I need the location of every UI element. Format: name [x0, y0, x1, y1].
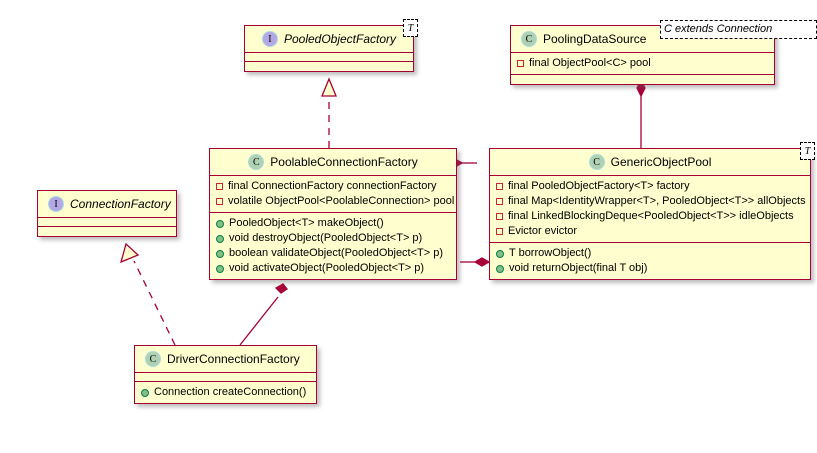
- field-visibility-icon: [496, 198, 503, 205]
- class-box-pooledobjectfactory[interactable]: T I PooledObjectFactory: [244, 19, 418, 72]
- method-row: Connection createConnection(): [141, 385, 310, 400]
- field-label: final Map<IdentityWrapper<T>, PooledObje…: [508, 195, 806, 207]
- class-name: GenericObjectPool: [610, 155, 712, 169]
- class-name: ConnectionFactory: [70, 197, 171, 211]
- field-label: Evictor evictor: [508, 225, 578, 237]
- method-label: T borrowObject(): [509, 247, 592, 259]
- method-label: PooledObject<T> makeObject(): [229, 217, 384, 229]
- field-label: final ObjectPool<C> pool: [529, 57, 651, 69]
- field-visibility-icon: [216, 198, 223, 205]
- class-stereotype-icon: C: [145, 351, 161, 367]
- class-box-driverconnectionfactory[interactable]: C DriverConnectionFactory Connection cre…: [134, 345, 317, 404]
- methods-section: [245, 62, 413, 71]
- field-visibility-icon: [496, 228, 503, 235]
- methods-section: Connection createConnection(): [135, 382, 316, 403]
- method-visibility-icon: [216, 249, 224, 258]
- methods-section: PooledObject<T> makeObject() void destro…: [210, 213, 456, 279]
- field-visibility-icon: [216, 183, 223, 190]
- method-row: PooledObject<T> makeObject(): [216, 216, 450, 231]
- method-label: void activateObject(PooledObject<T> p): [229, 262, 425, 274]
- edge-realization-driverconnectionfactory-connectionfactory: [120, 242, 176, 346]
- fields-section: final ConnectionFactory connectionFactor…: [210, 176, 456, 213]
- method-label: boolean validateObject(PooledObject<T> p…: [229, 247, 444, 259]
- edge-composition-poolableconnectionfactory-genericobjectpool-bottom: [460, 257, 491, 267]
- field-visibility-icon: [496, 183, 503, 190]
- class-stereotype-icon: C: [521, 31, 537, 47]
- class-box-connectionfactory[interactable]: I ConnectionFactory: [37, 190, 177, 237]
- method-visibility-icon: [496, 264, 504, 273]
- field-row: volatile ObjectPool<PoolableConnection> …: [216, 194, 454, 209]
- methods-section: T borrowObject() void returnObject(final…: [490, 243, 810, 279]
- field-visibility-icon: [517, 60, 524, 67]
- method-label: Connection createConnection(): [154, 386, 307, 398]
- method-row: T borrowObject(): [496, 246, 804, 261]
- class-name: PoolingDataSource: [543, 32, 647, 46]
- methods-section: [511, 75, 774, 84]
- class-box-poolableconnectionfactory[interactable]: C PoolableConnectionFactory final Connec…: [209, 148, 457, 280]
- field-row: final PooledObjectFactory<T> factory: [496, 179, 804, 194]
- methods-section: [38, 227, 176, 236]
- class-title: C PoolingDataSource: [511, 26, 774, 53]
- class-title: C DriverConnectionFactory: [135, 346, 316, 373]
- fields-section: final PooledObjectFactory<T> factory fin…: [490, 176, 810, 243]
- interface-stereotype-icon: I: [48, 196, 64, 212]
- method-row: void returnObject(final T obj): [496, 261, 804, 276]
- class-title: I PooledObjectFactory: [245, 26, 413, 53]
- method-visibility-icon: [216, 234, 224, 243]
- note-pooling-data-source-constraint: C extends Connection: [660, 20, 817, 39]
- field-label: final ConnectionFactory connectionFactor…: [228, 180, 437, 192]
- class-name: PooledObjectFactory: [283, 32, 397, 46]
- type-parameter-tag: T: [403, 19, 418, 37]
- edge-composition-genericobjectpool-poolingdatasource: [636, 78, 646, 148]
- method-visibility-icon: [216, 264, 224, 273]
- field-row: final LinkedBlockingDeque<PooledObject<T…: [496, 209, 804, 224]
- class-title: C GenericObjectPool: [490, 149, 810, 176]
- field-row: final ObjectPool<C> pool: [517, 56, 768, 71]
- fields-section: final ObjectPool<C> pool: [511, 53, 774, 75]
- class-stereotype-icon: C: [588, 154, 605, 170]
- field-visibility-icon: [496, 213, 503, 220]
- field-row: final ConnectionFactory connectionFactor…: [216, 179, 450, 194]
- field-label: volatile ObjectPool<PoolableConnection> …: [228, 195, 455, 207]
- class-name: DriverConnectionFactory: [167, 352, 300, 366]
- method-row: void destroyObject(PooledObject<T> p): [216, 231, 450, 246]
- fields-section: [135, 373, 316, 382]
- method-row: void activateObject(PooledObject<T> p): [216, 261, 450, 276]
- method-visibility-icon: [496, 249, 504, 258]
- method-visibility-icon: [216, 219, 224, 228]
- class-box-genericobjectpool[interactable]: T C GenericObjectPool final PooledObject…: [489, 142, 815, 280]
- class-title: C PoolableConnectionFactory: [210, 149, 456, 176]
- type-parameter-tag: T: [800, 142, 815, 160]
- class-name: PoolableConnectionFactory: [270, 155, 418, 169]
- method-label: void returnObject(final T obj): [509, 262, 648, 274]
- field-label: final PooledObjectFactory<T> factory: [508, 180, 690, 192]
- interface-stereotype-icon: I: [261, 31, 278, 47]
- edge-realization-poolableconnectionfactory-pooledobjectfactory: [321, 77, 337, 148]
- class-title: I ConnectionFactory: [38, 191, 176, 218]
- method-label: void destroyObject(PooledObject<T> p): [229, 232, 423, 244]
- method-row: boolean validateObject(PooledObject<T> p…: [216, 246, 450, 261]
- method-visibility-icon: [141, 388, 149, 397]
- field-row: final Map<IdentityWrapper<T>, PooledObje…: [496, 194, 806, 209]
- field-label: final LinkedBlockingDeque<PooledObject<T…: [508, 210, 794, 222]
- edge-composition-driverconnectionfactory-poolableconnectionfactory: [239, 283, 288, 346]
- fields-section: [245, 53, 413, 62]
- field-row: Evictor evictor: [496, 224, 804, 239]
- class-stereotype-icon: C: [248, 154, 265, 170]
- fields-section: [38, 218, 176, 227]
